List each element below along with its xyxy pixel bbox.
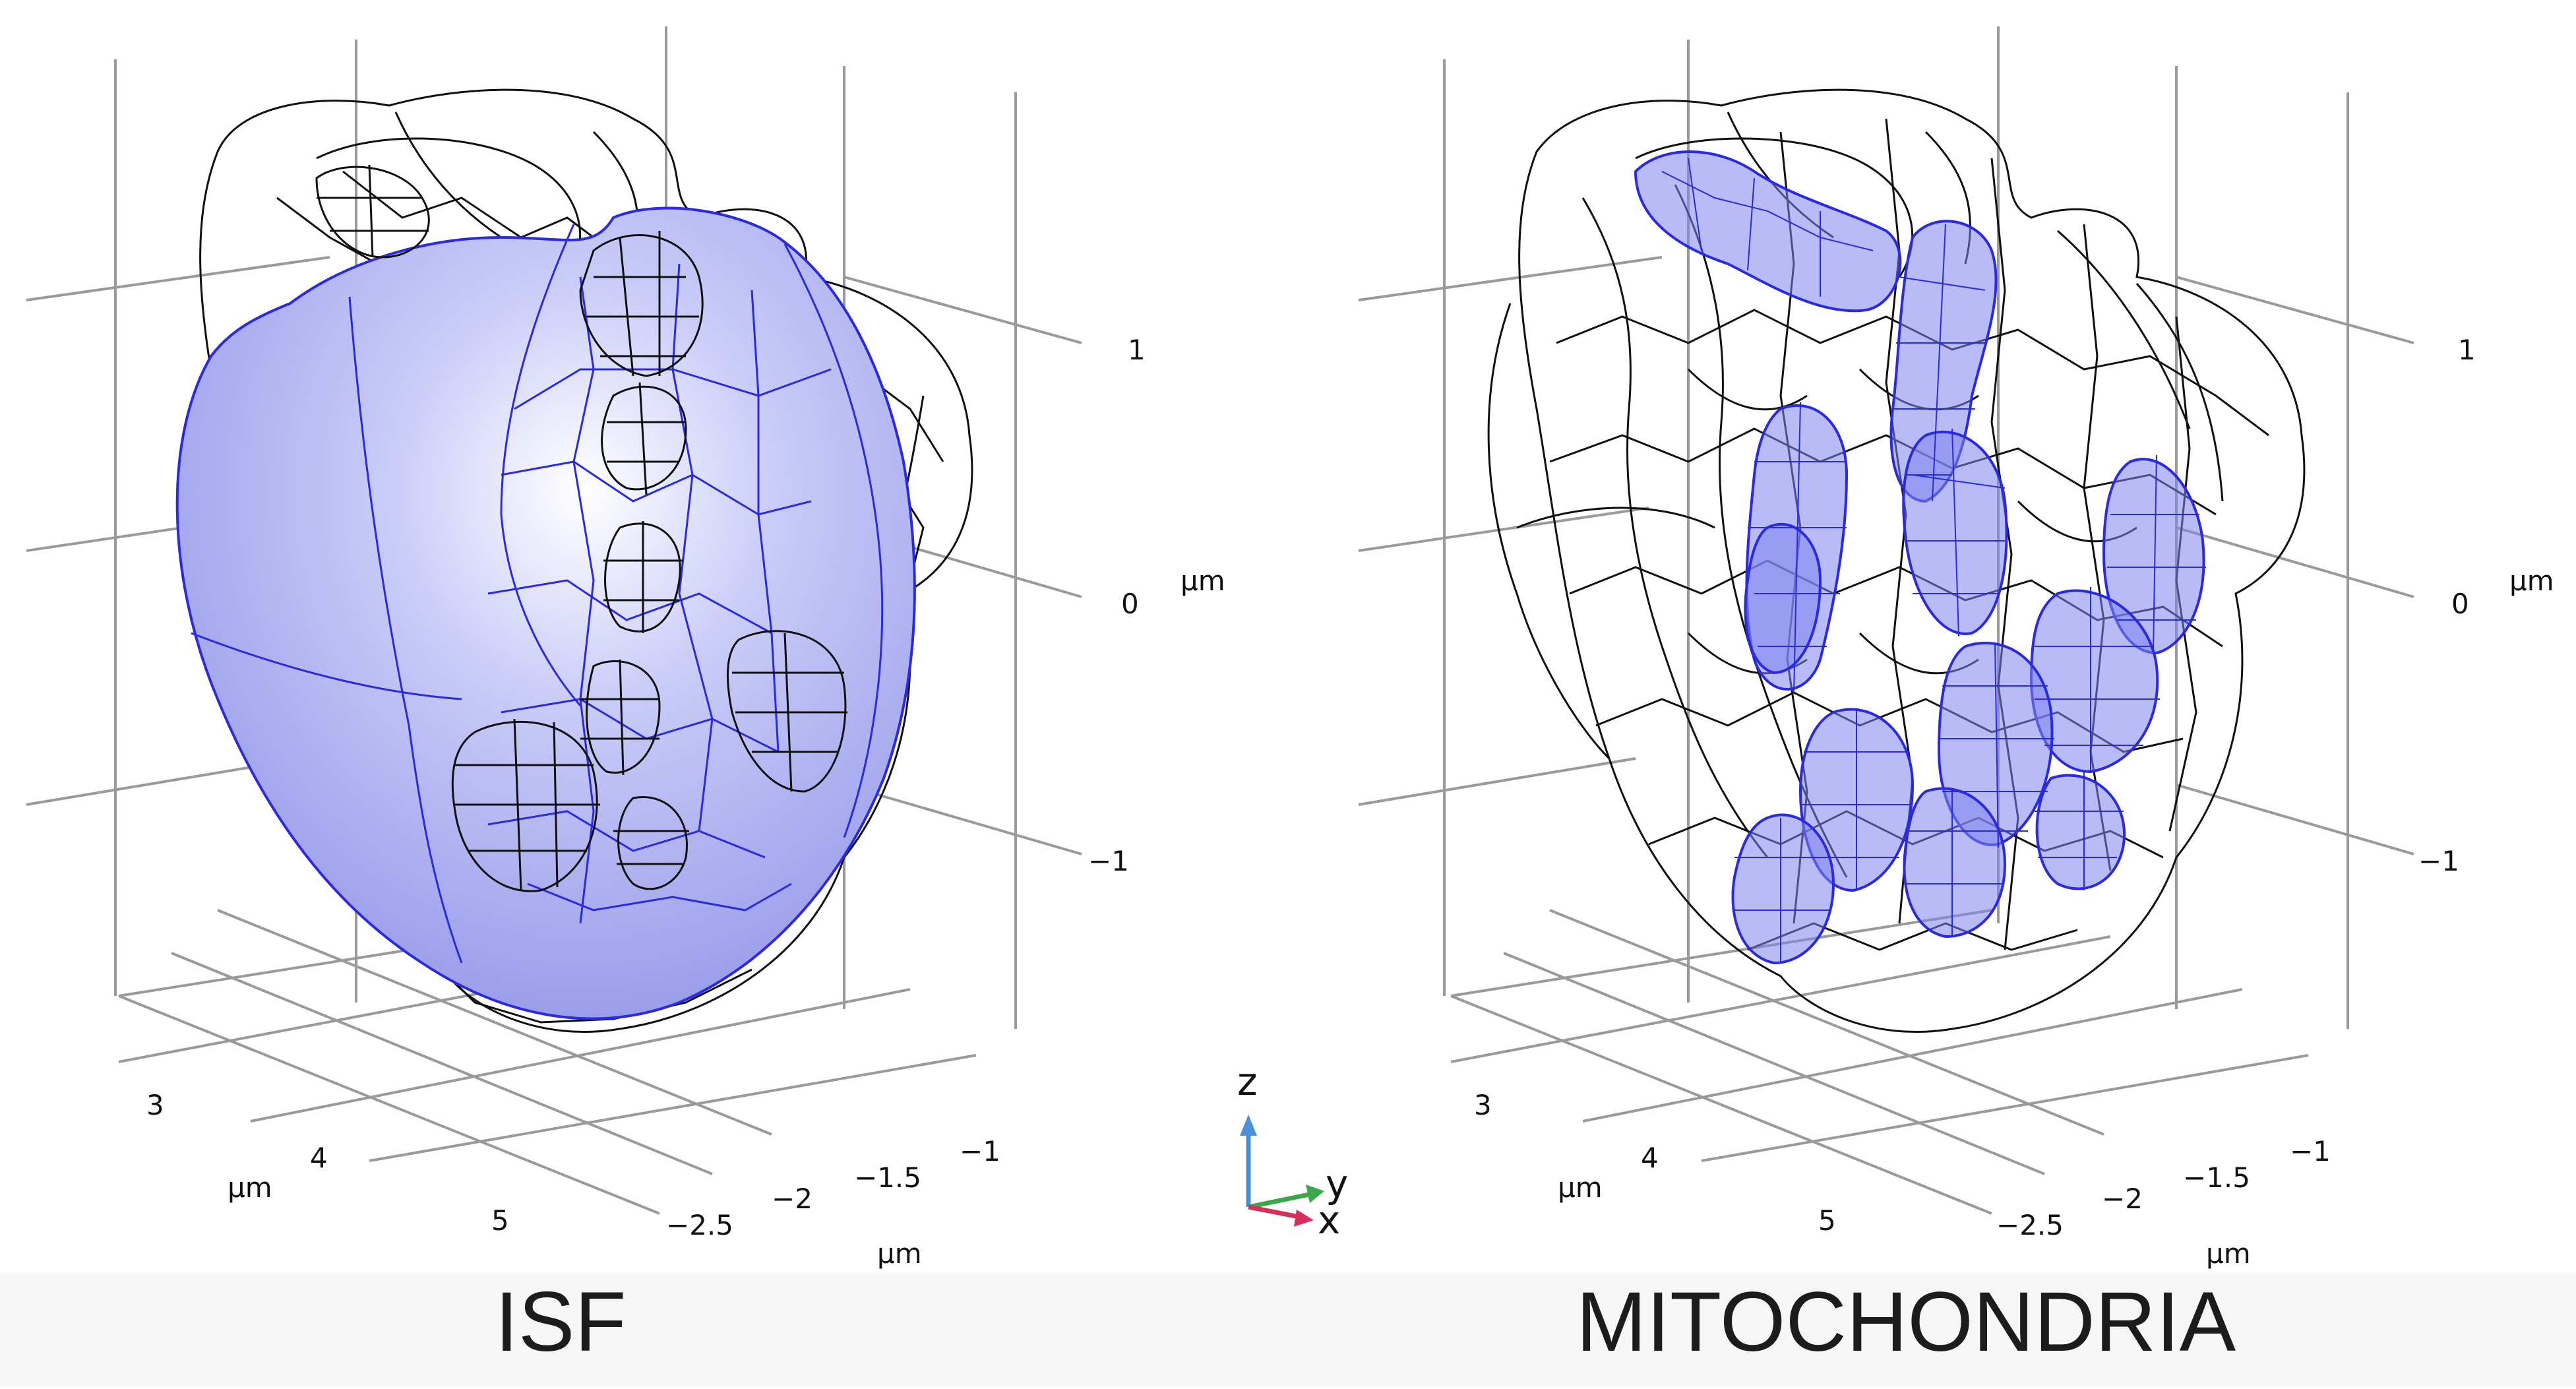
z-unit-label: μm	[2509, 565, 2554, 597]
z-tick-label: 0	[2451, 588, 2469, 620]
z-arrowhead	[1240, 1115, 1257, 1136]
width-tick-label: −2.5	[1996, 1209, 2064, 1241]
z-tick-label: 1	[1128, 334, 1146, 366]
isf-inner-wireframes	[315, 164, 847, 892]
depth-tick-label: 4	[1641, 1142, 1659, 1174]
width-tick-label: −1.5	[854, 1161, 921, 1194]
width-tick-label: −2	[772, 1183, 813, 1215]
triad-x-label: x	[1318, 1198, 1340, 1243]
width-tick-label: −1	[2290, 1135, 2331, 1167]
width-unit-label: μm	[2206, 1237, 2251, 1270]
panel-mitochondria: 1 0 −1 μm 3 4 5 μm −1 −1.5 −2 −2.5 μm	[1358, 26, 2554, 1270]
width-tick-label: −1	[960, 1135, 1000, 1167]
axis-labels: 1 0 −1 μm 3 4 5 μm −1 −1.5 −2 −2.5 μm	[1474, 334, 2554, 1270]
axis-labels: 1 0 −1 μm 3 4 5 μm −1 −1.5 −2 −2.5 μm	[146, 334, 1225, 1270]
mitochondria	[1634, 150, 2205, 965]
depth-tick-label: 5	[1818, 1204, 1836, 1237]
z-tick-label: 1	[2458, 334, 2476, 366]
z-unit-label: μm	[1181, 565, 1225, 597]
panel-isf: 1 0 −1 μm 3 4 5 μm −1 −1.5 −2 −2.5 μm	[26, 26, 1225, 1270]
mitochondria-mesh	[1661, 158, 2206, 963]
isf-volume	[175, 206, 916, 1020]
panel-caption-mitochondria: MITOCHONDRIA	[1576, 1275, 2236, 1369]
caption-band	[0, 1273, 2576, 1386]
width-tick-label: −2.5	[666, 1209, 733, 1241]
z-tick-label: −1	[2418, 845, 2459, 877]
isf-edges	[191, 224, 884, 964]
z-tick-label: −1	[1088, 845, 1129, 877]
y-arrowhead	[1306, 1185, 1324, 1203]
z-tick-label: 0	[1121, 588, 1139, 620]
depth-unit-label: μm	[228, 1171, 272, 1204]
width-tick-label: −2	[2102, 1183, 2143, 1215]
width-tick-label: −1.5	[2183, 1161, 2250, 1194]
x-axis-arrow	[1248, 1204, 1303, 1220]
depth-tick-label: 3	[146, 1089, 164, 1121]
depth-tick-label: 4	[310, 1142, 328, 1174]
y-axis-arrow	[1248, 1191, 1313, 1210]
orientation-triad: z y x	[1237, 1059, 1348, 1243]
triad-z-label: z	[1237, 1059, 1257, 1104]
depth-tick-label: 5	[491, 1204, 509, 1237]
triad-y-label: y	[1326, 1161, 1348, 1206]
axis-grid	[1358, 26, 2414, 1215]
x-arrowhead	[1294, 1210, 1314, 1227]
depth-tick-label: 3	[1474, 1089, 1492, 1121]
width-unit-label: μm	[877, 1237, 922, 1270]
panel-caption-isf: ISF	[495, 1275, 627, 1369]
depth-unit-label: μm	[1558, 1171, 1603, 1204]
